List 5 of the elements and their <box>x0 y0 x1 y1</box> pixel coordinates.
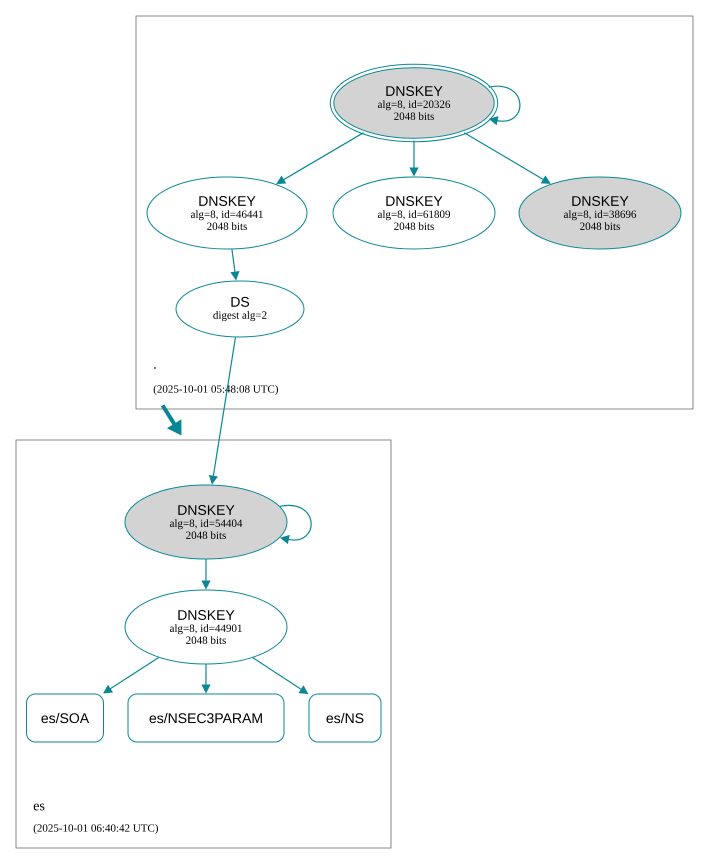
record-box: es/SOA <box>26 694 104 742</box>
record-box: es/NSEC3PARAM <box>128 694 284 742</box>
arrow <box>280 504 312 544</box>
record-box: es/NS <box>308 694 382 742</box>
arrow <box>488 86 520 126</box>
